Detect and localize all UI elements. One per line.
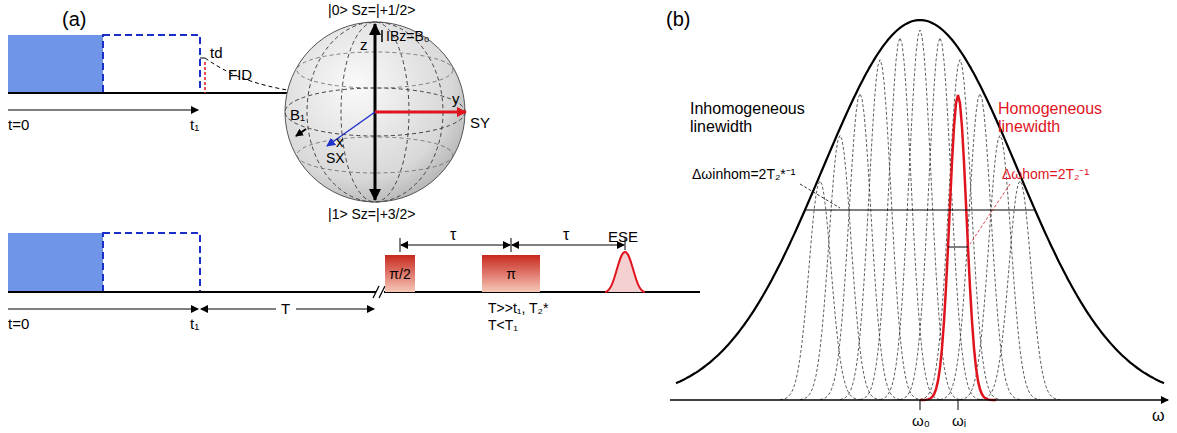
signal-label: FID <box>228 66 252 83</box>
line-shape <box>920 95 996 400</box>
line-shape <box>800 135 880 399</box>
time-label: t₁ <box>190 116 199 133</box>
condition-note: T>>t₁, T₂* <box>488 300 548 316</box>
line-shape <box>920 60 1000 400</box>
delay-label: τ <box>450 226 456 244</box>
axis-label: x <box>336 133 344 150</box>
width-label: Δωhom=2T₂⁻¹ <box>1002 166 1089 182</box>
axis-label: y <box>452 90 460 107</box>
time-label: td <box>210 44 223 61</box>
curve-label: Inhomogeneous linewidth <box>690 100 805 137</box>
line-shape <box>840 60 920 400</box>
line-shape <box>940 94 1020 400</box>
line-shape <box>676 20 1164 383</box>
time-label: T <box>281 300 290 317</box>
time-label: t=0 <box>8 315 29 332</box>
pulse-box: π <box>482 255 540 292</box>
spin-label: SX <box>326 150 345 166</box>
axis-tick-label: ω₀ <box>912 412 930 429</box>
pulse-label: π <box>506 266 516 282</box>
panel-label: (a) <box>62 8 86 31</box>
axis-label: z <box>360 36 368 53</box>
pulse-box: π/2 <box>385 255 415 292</box>
spin-label: SY <box>470 114 490 131</box>
axis-tick-label: ωᵢ <box>952 412 966 429</box>
time-label: t₁ <box>190 315 199 332</box>
line-shape <box>860 38 940 400</box>
width-label: Δωinhom=2T₂*⁻¹ <box>692 166 795 182</box>
state-label: |0> Sz=|+1/2> <box>328 2 415 18</box>
state-label: |1> Sz=|+3/2> <box>328 206 415 222</box>
time-label: t=0 <box>8 116 29 133</box>
curve-label: Homogeneous linewidth <box>998 100 1108 137</box>
field-label: IBz=B₀ <box>386 28 430 44</box>
panel-label: (b) <box>666 8 690 31</box>
field-label: B₁ <box>290 106 305 123</box>
line-shape <box>900 38 980 400</box>
condition-note: T<T₁ <box>488 317 518 333</box>
pulse-label: π/2 <box>389 266 410 282</box>
line-shape <box>980 181 1060 400</box>
line-shape <box>780 181 860 400</box>
delay-label: τ <box>563 226 569 244</box>
echo-label: ESE <box>608 228 638 245</box>
axis-label: ω <box>1152 407 1165 425</box>
